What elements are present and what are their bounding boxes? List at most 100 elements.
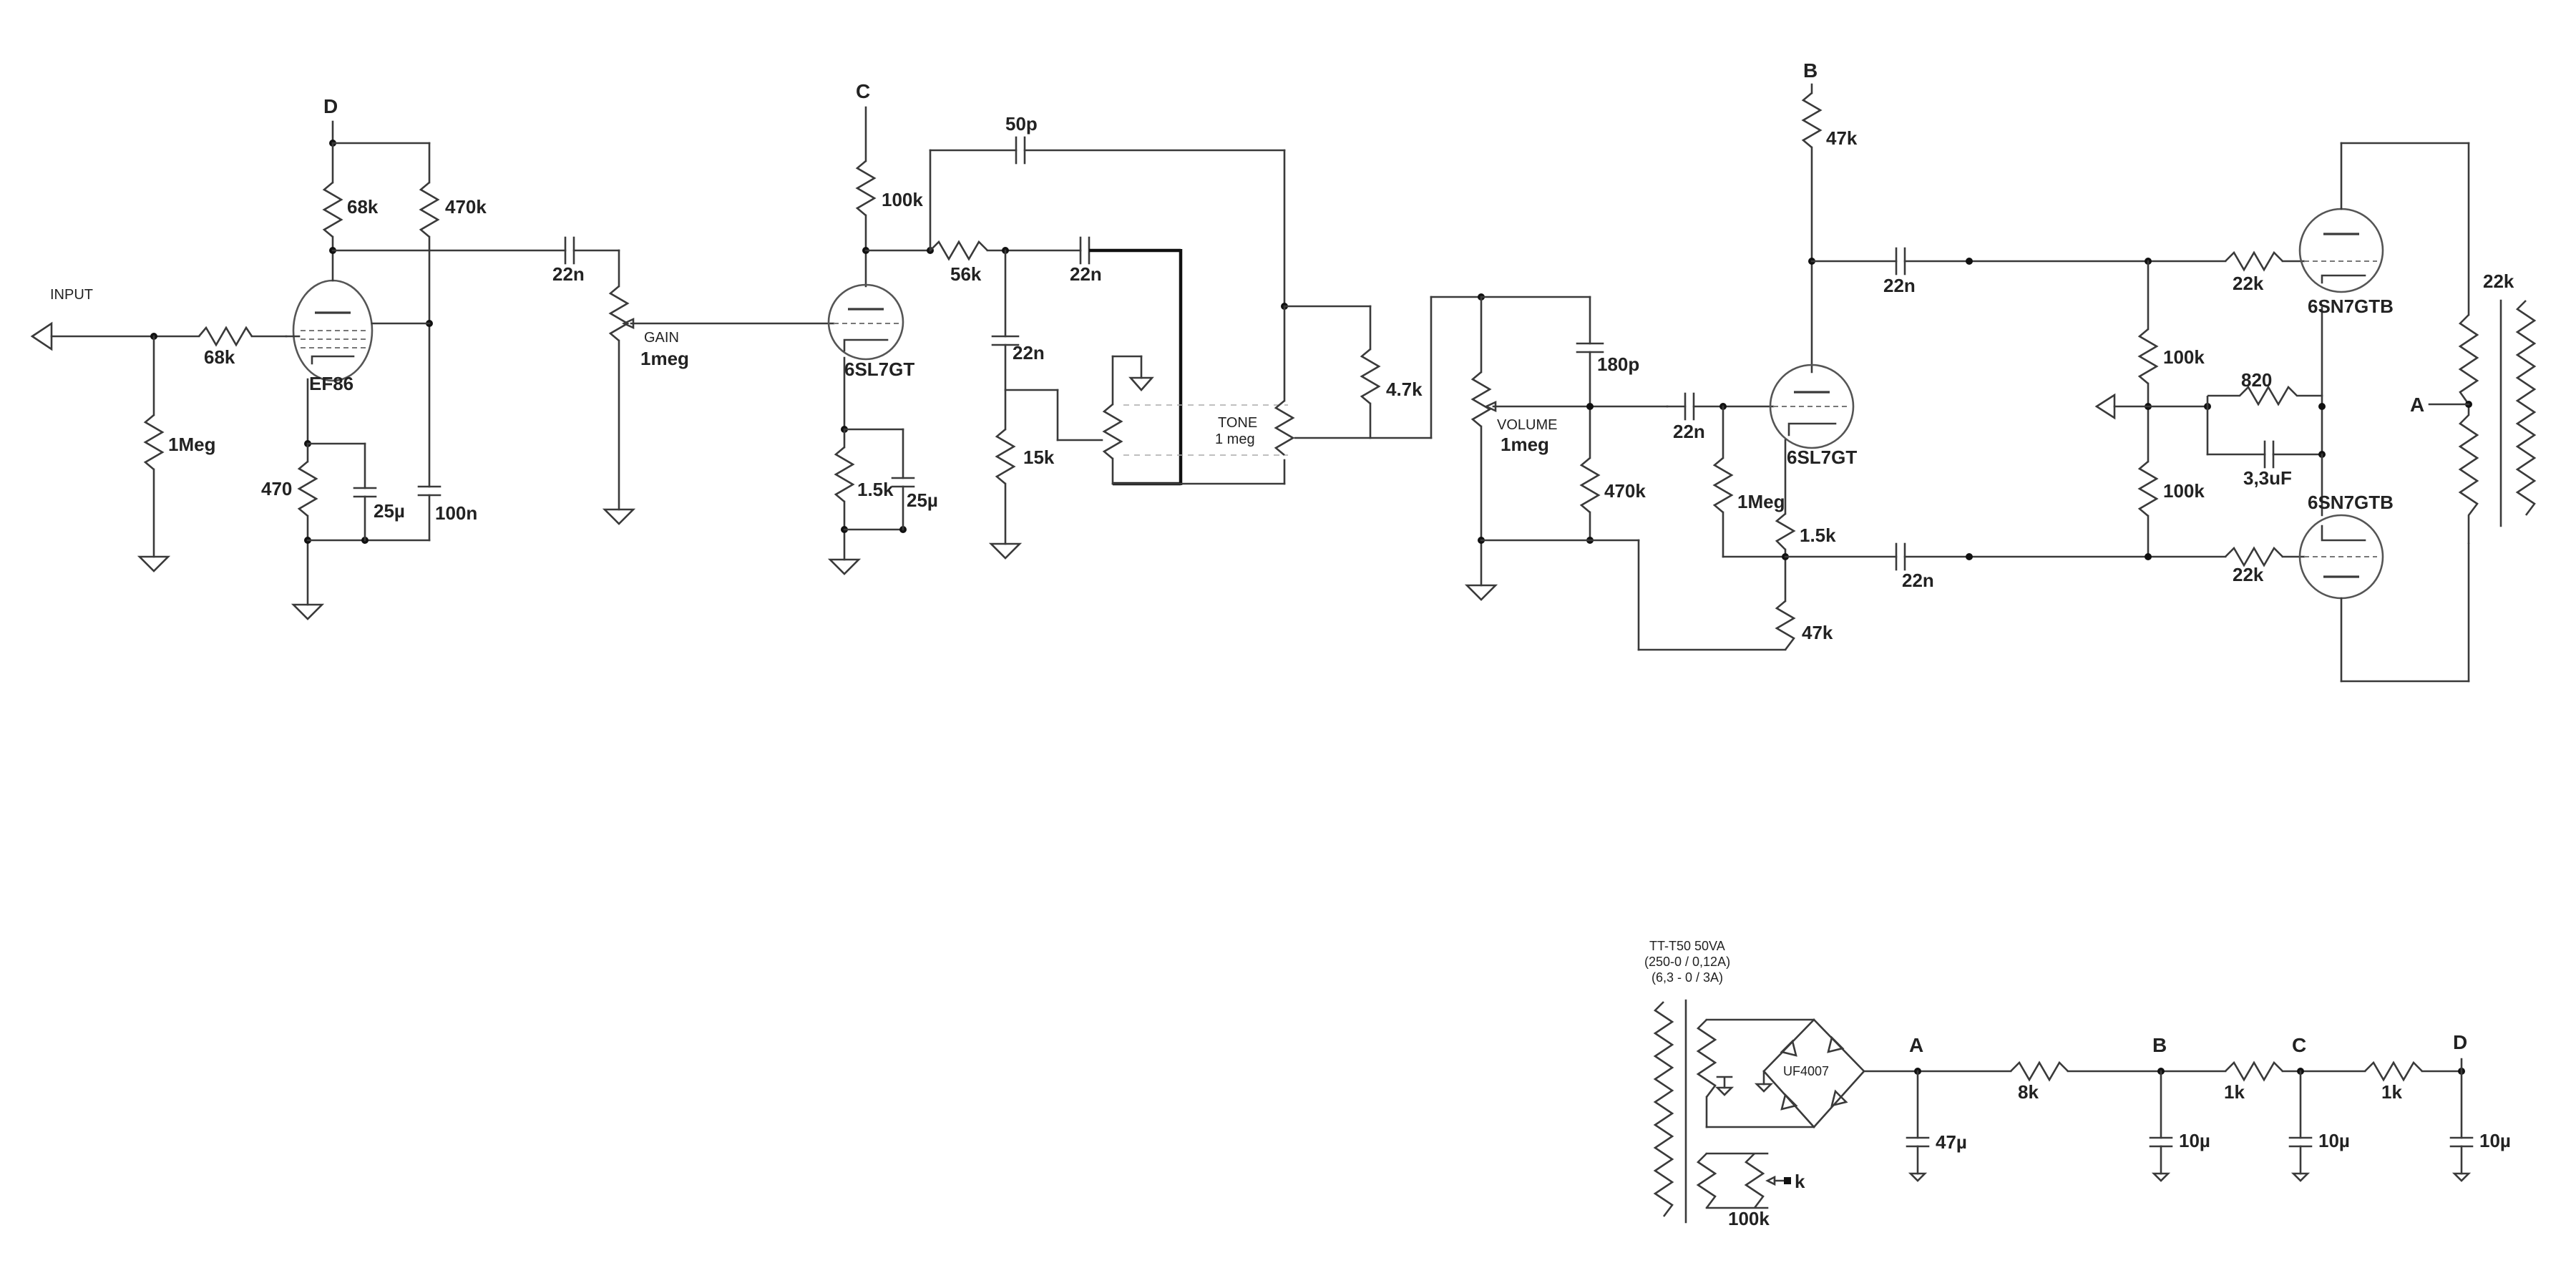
gain-pot bbox=[608, 286, 630, 341]
psu-node-a-label: A bbox=[1909, 1034, 1923, 1056]
ground-icon bbox=[291, 603, 325, 620]
bias-top-resistor bbox=[2137, 328, 2159, 384]
pi-grid-label: 1Meg bbox=[1737, 491, 1785, 512]
stage2-cathode-resistor bbox=[834, 447, 855, 502]
bias-bot-label: 100k bbox=[2163, 480, 2205, 502]
grid-stopper-bot-label: 22k bbox=[2233, 564, 2264, 585]
power-transformer-primary bbox=[1653, 1001, 1674, 1217]
pi-tail-label: 47k bbox=[1802, 622, 1833, 643]
bias-resistor-label: 820 bbox=[2241, 369, 2272, 391]
volume-stage: 180p VOLUME 1meg 470k bbox=[1464, 293, 1787, 651]
tone-stack: 50p 56k 22n 22n 15k TONE bbox=[929, 113, 1483, 560]
ef86-plate-label: 68k bbox=[347, 196, 379, 218]
transformer-hv: (250-0 / 0,12A) bbox=[1644, 955, 1730, 969]
pi-cathode-resistor bbox=[1775, 513, 1796, 550]
stage2-plate-resistor bbox=[855, 160, 877, 216]
output-transformer-secondary bbox=[2515, 300, 2537, 516]
node-d-label: D bbox=[323, 95, 338, 117]
grid-leak-resistor bbox=[143, 414, 165, 470]
tone-shunt-label: 4.7k bbox=[1386, 379, 1423, 400]
psu-res-ab-label: 8k bbox=[2018, 1081, 2039, 1103]
psu-node-b-label: B bbox=[2152, 1034, 2167, 1056]
ef86-screen-resistor bbox=[419, 182, 440, 238]
node-b-label: B bbox=[1803, 59, 1818, 82]
psu-res-bc-label: 1k bbox=[2224, 1081, 2245, 1103]
grid-stopper-top bbox=[2225, 250, 2283, 272]
volume-value: 1meg bbox=[1501, 434, 1549, 455]
ef86-cathode-label: 470 bbox=[261, 478, 292, 499]
bias-bot-resistor bbox=[2137, 461, 2159, 517]
psu-cap-d-label: 10µ bbox=[2479, 1130, 2511, 1151]
psu-res-ab bbox=[2010, 1060, 2069, 1082]
power-supply: TT-T50 50VA (250-0 / 0,12A) (6,3 - 0 / 3… bbox=[1644, 939, 2511, 1229]
output-transformer-label: 22k bbox=[2483, 270, 2514, 292]
heater-pot-label: 100k bbox=[1728, 1208, 1770, 1229]
volume-cap-label: 180p bbox=[1597, 353, 1639, 375]
node-c-label: C bbox=[856, 80, 870, 102]
ground-icon bbox=[827, 558, 862, 575]
pi-coupling-top-label: 22n bbox=[1883, 275, 1916, 296]
power-transformer-lv-winding bbox=[1696, 1153, 1717, 1209]
tone-treble-cap-label: 22n bbox=[1070, 263, 1102, 285]
pi-cathode-label: 1.5k bbox=[1800, 525, 1836, 546]
ef86-cathode-cap-label: 25µ bbox=[374, 500, 405, 522]
output-transformer-primary bbox=[2458, 314, 2479, 544]
pi-grid-resistor bbox=[1712, 457, 1734, 513]
psu-node-c-label: C bbox=[2292, 1034, 2306, 1056]
tube-6sl7gt-pi bbox=[1769, 364, 1855, 449]
bias-cap-label: 3,3uF bbox=[2243, 467, 2292, 489]
psu-cap-b-label: 10µ bbox=[2179, 1130, 2210, 1151]
grid-stopper-top-label: 22k bbox=[2233, 273, 2264, 294]
heater-tap-label: k bbox=[1795, 1171, 1805, 1192]
pi-plate-resistor bbox=[1801, 92, 1823, 148]
tube-ef86-label: EF86 bbox=[309, 373, 353, 394]
input-resistor bbox=[198, 326, 253, 347]
pi-coupling-bot-label: 22n bbox=[1902, 570, 1934, 591]
bright-cap-label: 50p bbox=[1005, 113, 1038, 135]
stage2-cathode-label: 1.5k bbox=[857, 479, 894, 500]
input-connector-icon bbox=[30, 321, 53, 351]
node-a-output-label: A bbox=[2410, 394, 2424, 416]
grid-stopper-bot bbox=[2225, 546, 2283, 567]
tube-6sn7gtb-top bbox=[2298, 208, 2384, 293]
pi-tail-resistor bbox=[1775, 600, 1796, 650]
grid-leak-label: 1Meg bbox=[168, 434, 215, 455]
psu-node-d-label: D bbox=[2453, 1031, 2467, 1053]
ground-icon bbox=[1128, 376, 1154, 391]
tone-slope-label: 56k bbox=[950, 263, 982, 285]
psu-res-bc bbox=[2225, 1060, 2283, 1082]
transformer-lv: (6,3 - 0 / 3A) bbox=[1652, 970, 1723, 985]
tube-6sl7gt-1-label: 6SL7GT bbox=[844, 359, 914, 380]
ground-icon bbox=[1464, 584, 1498, 601]
second-stage: C 100k 6SL7GT 1.5k 25µ bbox=[827, 80, 938, 575]
gain-title: GAIN bbox=[644, 330, 679, 346]
rectifier-bridge bbox=[1762, 1018, 1865, 1128]
pi-coupling-cap-label: 22n bbox=[1673, 421, 1705, 442]
ground-icon bbox=[602, 508, 636, 525]
ef86-screen-cap-label: 100n bbox=[435, 502, 477, 524]
tube-6sn7gtb-top-label: 6SN7GTB bbox=[2308, 296, 2394, 317]
psu-res-cd-label: 1k bbox=[2381, 1081, 2402, 1103]
bias-resistor bbox=[2207, 385, 2322, 406]
heater-pot bbox=[1744, 1153, 1765, 1209]
input-label: INPUT bbox=[50, 287, 93, 303]
rectifier-label: UF4007 bbox=[1783, 1064, 1829, 1078]
ef86-plate-resistor bbox=[322, 182, 343, 238]
ground-icon bbox=[137, 555, 171, 572]
stage2-cathode-cap-label: 25µ bbox=[907, 489, 938, 511]
psu-cap-c-label: 10µ bbox=[2318, 1130, 2350, 1151]
transformer-model: TT-T50 50VA bbox=[1649, 939, 1725, 953]
tube-6sn7gtb-bot-label: 6SN7GTB bbox=[2308, 492, 2394, 513]
psu-res-cd bbox=[2364, 1060, 2423, 1082]
tone-value: 1 meg bbox=[1215, 431, 1255, 447]
tube-6sl7gt-2-label: 6SL7GT bbox=[1787, 447, 1857, 468]
gain-stage: 22n GAIN 1meg bbox=[552, 236, 835, 525]
volume-pot bbox=[1470, 371, 1492, 427]
power-transformer-hv-winding bbox=[1696, 1019, 1717, 1098]
volume-title: VOLUME bbox=[1497, 417, 1557, 433]
tone-slope-resistor bbox=[930, 240, 988, 261]
tube-ef86 bbox=[292, 279, 374, 382]
ground-icon bbox=[988, 542, 1023, 560]
stage2-plate-label: 100k bbox=[882, 189, 923, 210]
